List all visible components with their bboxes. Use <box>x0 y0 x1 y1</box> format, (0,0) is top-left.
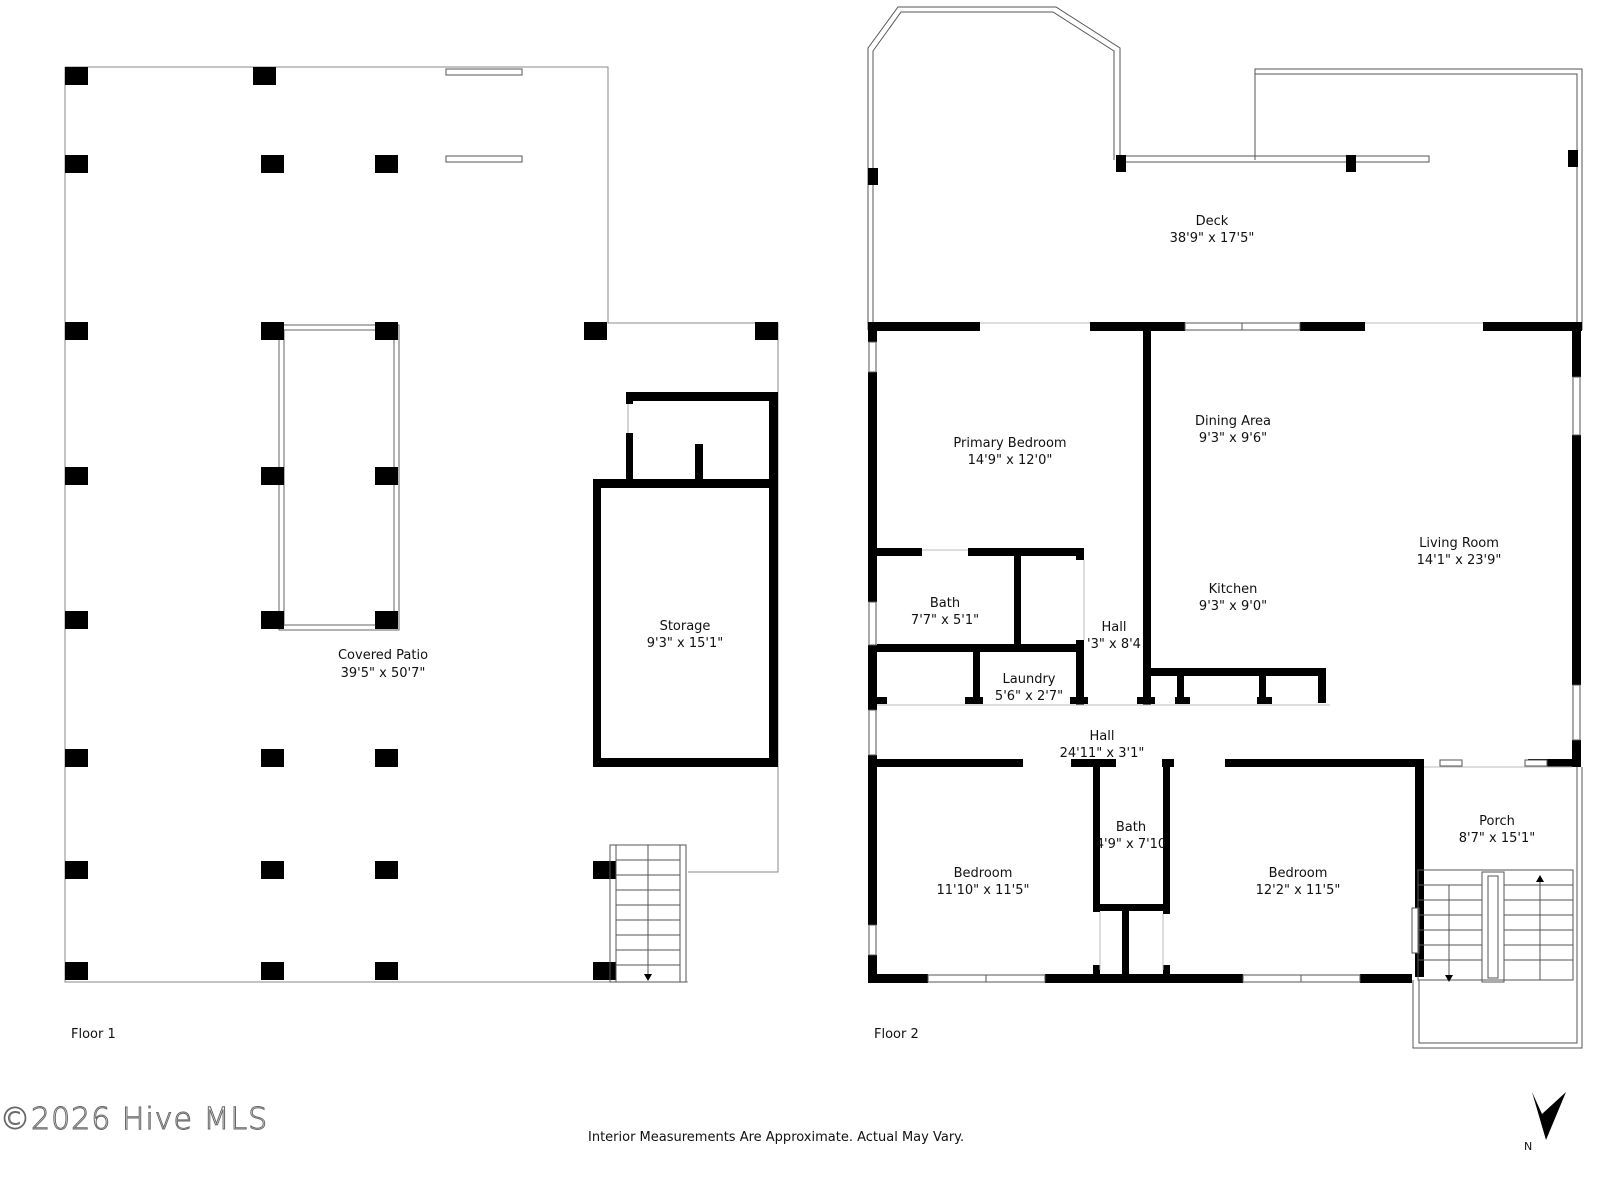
room-bath-1-dims: 7'7" x 5'1" <box>911 613 979 628</box>
room-hall-1-dims: '3" x 8'4 <box>1087 637 1141 652</box>
room-dining-area-dims: 9'3" x 9'6" <box>1199 431 1267 446</box>
room-bath-2-dims: 4'9" x 7'10 <box>1096 837 1166 852</box>
room-porch-dims: 8'7" x 15'1" <box>1459 831 1535 846</box>
floor-2-walls <box>868 322 1582 983</box>
floor-1-plan <box>64 66 779 983</box>
room-primary-bedroom-dims: 14'9" x 12'0" <box>968 453 1053 468</box>
room-porch-name: Porch <box>1479 814 1515 829</box>
floor-1-label: Floor 1 <box>71 1027 116 1042</box>
room-labels: Covered Patio 39'5" x 50'7" Storage 9'3"… <box>338 214 1535 898</box>
room-hall-2-dims: 24'11" x 3'1" <box>1060 746 1145 761</box>
room-storage-dims: 9'3" x 15'1" <box>647 636 723 651</box>
room-primary-bedroom-name: Primary Bedroom <box>953 436 1066 451</box>
room-covered-patio-name: Covered Patio <box>338 648 428 663</box>
floor-2-plan <box>867 6 1583 1049</box>
room-bedroom-2-dims: 12'2" x 11'5" <box>1256 883 1341 898</box>
room-bath-1-name: Bath <box>930 596 960 611</box>
measurement-disclaimer: Interior Measurements Are Approximate. A… <box>588 1130 965 1145</box>
room-bedroom-1-dims: 11'10" x 11'5" <box>937 883 1030 898</box>
room-laundry-dims: 5'6" x 2'7" <box>995 689 1063 704</box>
room-storage-name: Storage <box>660 619 711 634</box>
room-kitchen-name: Kitchen <box>1209 582 1258 597</box>
north-arrow-icon <box>1532 1092 1566 1140</box>
support-posts <box>65 67 778 980</box>
copyright-watermark: ©2026 Hive MLS <box>0 1102 269 1138</box>
room-hall-2-name: Hall <box>1090 729 1115 744</box>
room-covered-patio-dims: 39'5" x 50'7" <box>341 666 426 681</box>
room-laundry-name: Laundry <box>1003 672 1056 687</box>
floor-1-stairs <box>609 844 687 983</box>
room-bedroom-2-name: Bedroom <box>1269 866 1328 881</box>
floor-2-label: Floor 2 <box>874 1027 919 1042</box>
porch-stairs <box>1412 767 1583 1049</box>
room-living-room-name: Living Room <box>1419 536 1499 551</box>
room-deck-dims: 38'9" x 17'5" <box>1170 231 1255 246</box>
room-dining-area-name: Dining Area <box>1195 414 1271 429</box>
room-bedroom-1-name: Bedroom <box>954 866 1013 881</box>
room-deck-name: Deck <box>1196 214 1229 229</box>
room-living-room-dims: 14'1" x 23'9" <box>1417 553 1502 568</box>
room-bath-2-name: Bath <box>1116 820 1146 835</box>
room-hall-1-name: Hall <box>1102 620 1127 635</box>
room-kitchen-dims: 9'3" x 9'0" <box>1199 599 1267 614</box>
north-label: N <box>1524 1140 1533 1153</box>
storage-walls <box>593 392 778 767</box>
